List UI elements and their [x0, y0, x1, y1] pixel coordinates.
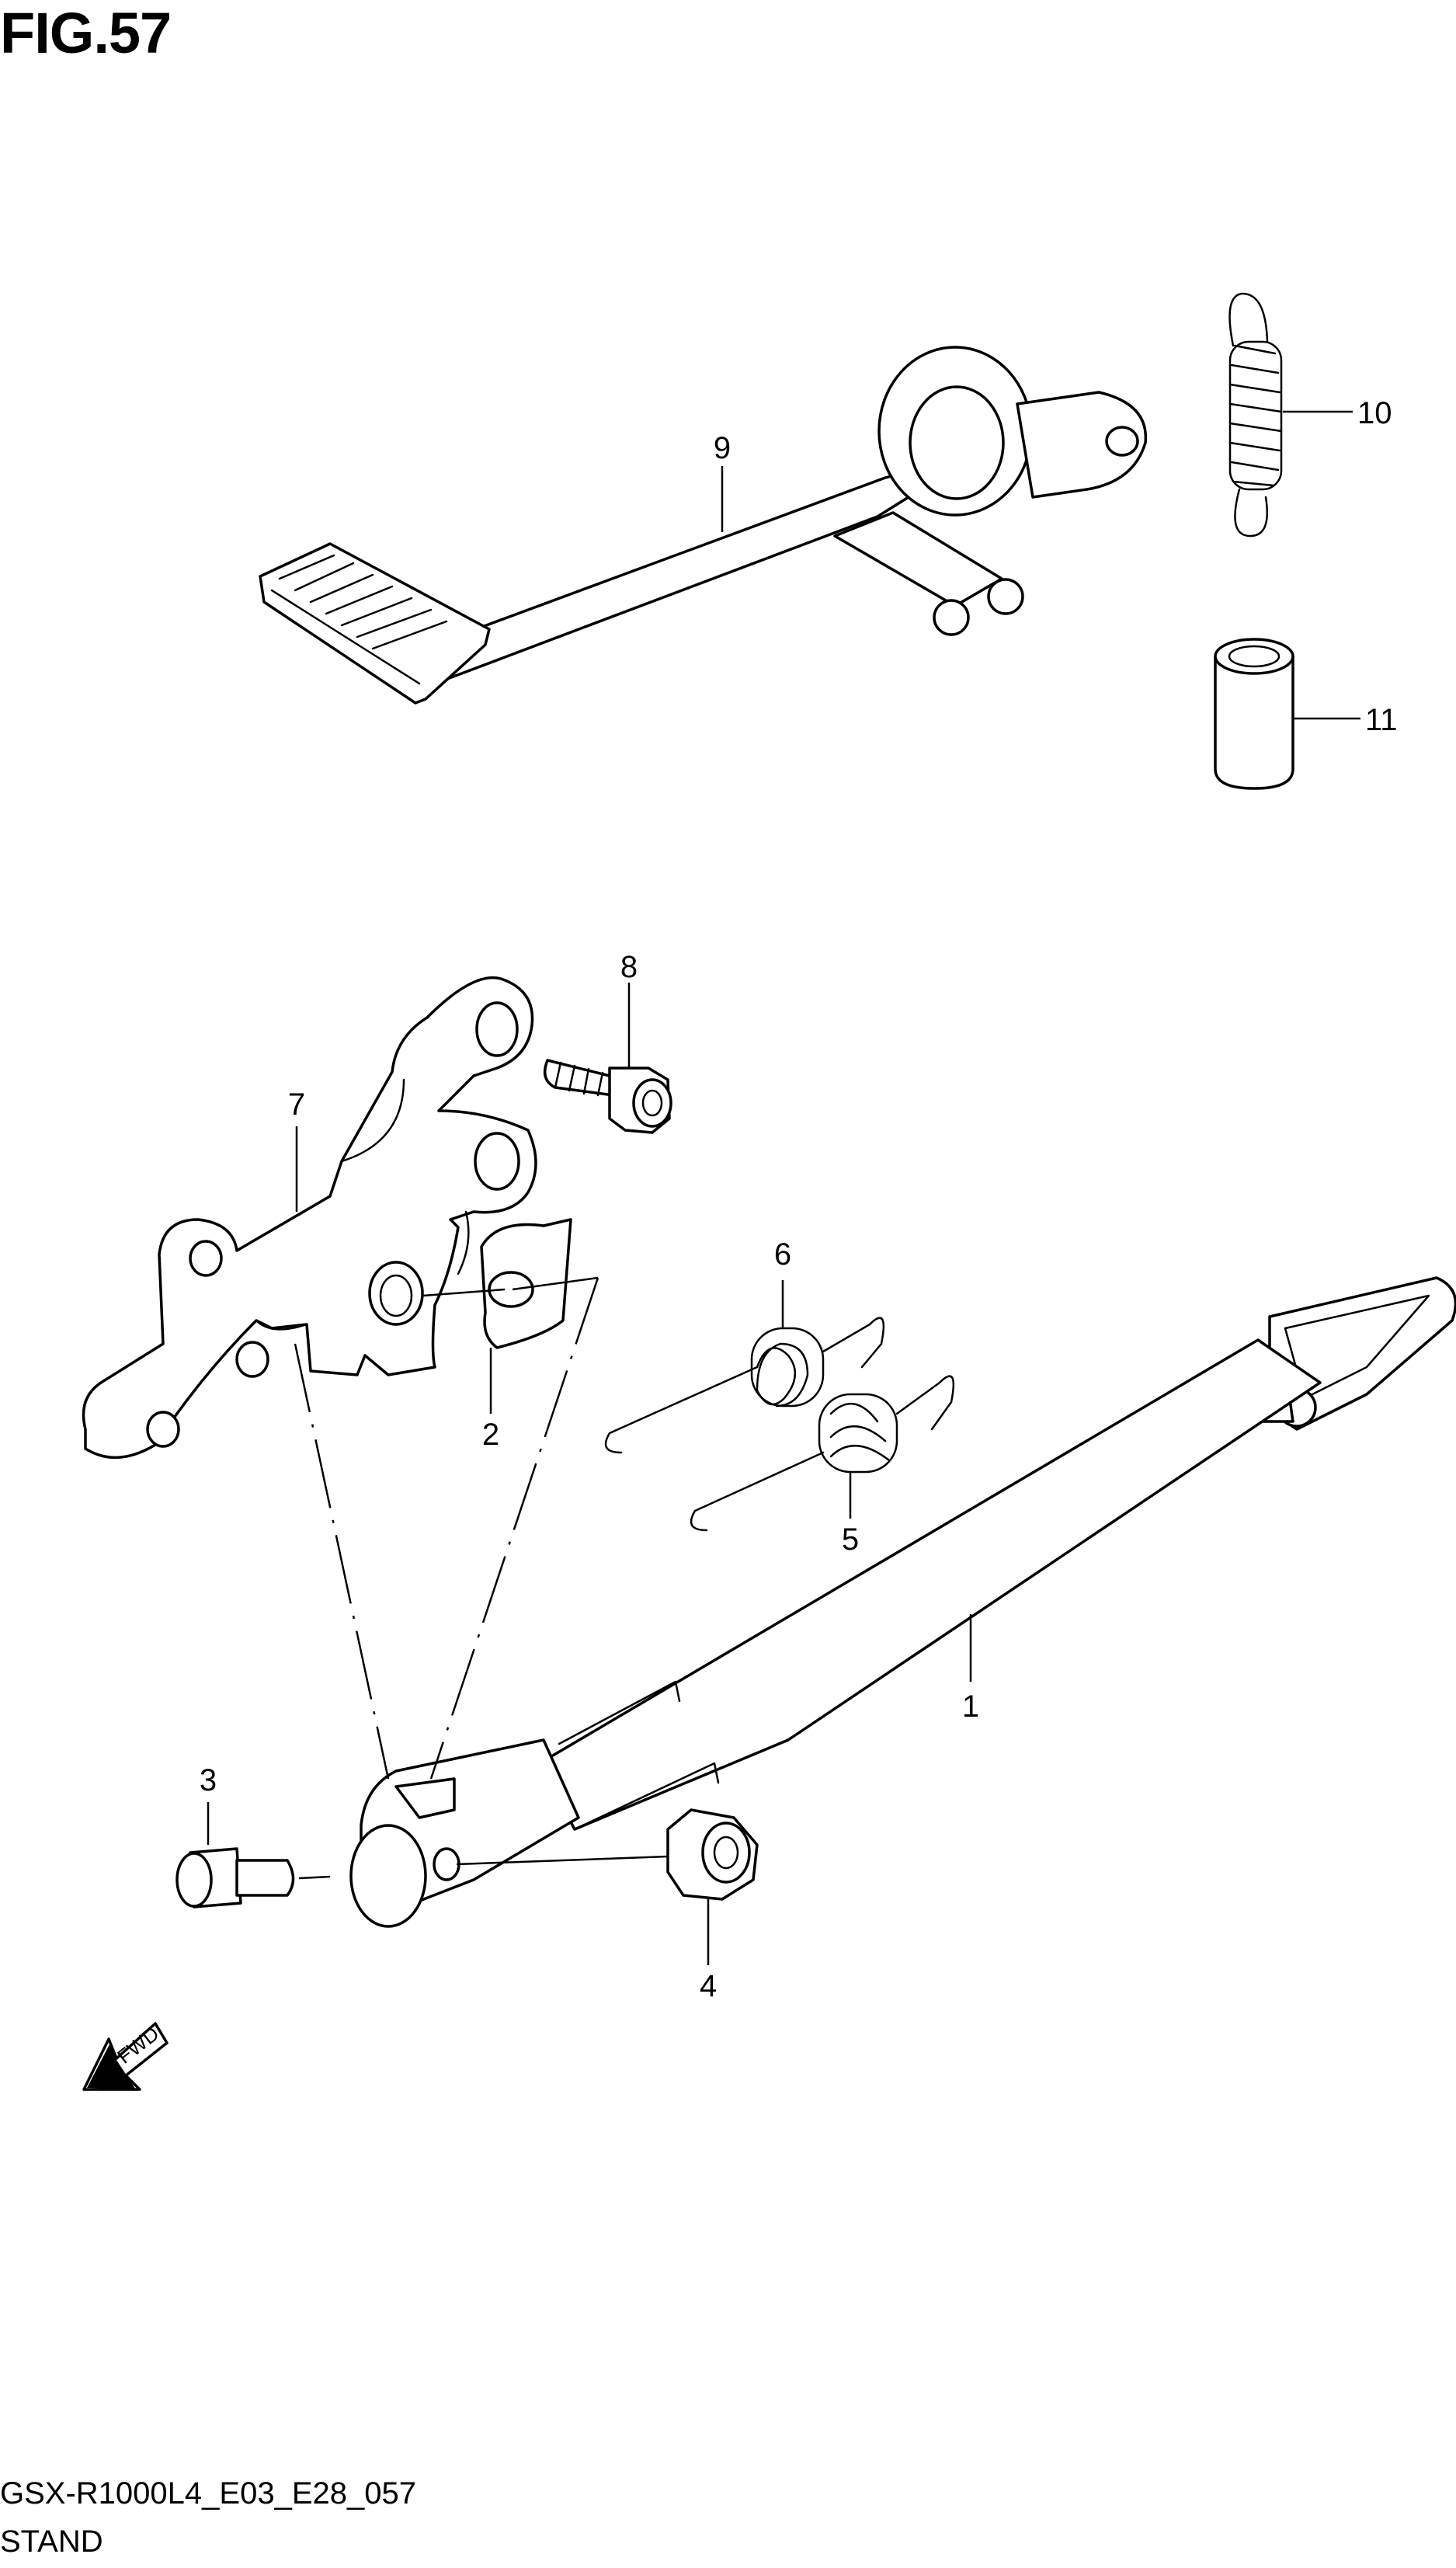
callout-11: 11: [1365, 703, 1398, 737]
assembly-lines: [294, 1277, 599, 1780]
spacer-drawing: [1214, 638, 1360, 790]
callout-6: 6: [774, 1237, 791, 1272]
diagram-code: GSX-R1000L4_E03_E28_057: [0, 2476, 416, 2511]
return-spring-drawing: [1228, 292, 1353, 538]
callout-4: 4: [700, 1969, 717, 2003]
pivot-bolt-drawing: [175, 1802, 331, 1909]
callout-1: 1: [962, 1689, 979, 1724]
springs-drawing: [604, 1280, 955, 1532]
callout-3: 3: [200, 1763, 217, 1797]
callout-10: 10: [1357, 396, 1392, 430]
fwd-arrow-icon: FWD: [82, 2022, 169, 2091]
callout-labels: 1 2 3 4 5 6 7 8 9 10 11: [200, 396, 1398, 2003]
side-stand-drawing: [349, 1276, 1456, 1928]
nut-drawing: [666, 1808, 759, 1965]
callout-5: 5: [842, 1522, 859, 1557]
callout-7: 7: [288, 1087, 305, 1122]
diagram-subtitle: STAND: [0, 2525, 103, 2559]
callout-9: 9: [714, 431, 731, 465]
callout-2: 2: [482, 1418, 499, 1452]
callout-8: 8: [620, 950, 638, 984]
bracket-bolt-drawing: [543, 983, 672, 1134]
washer-drawing: [422, 1218, 599, 1414]
bracket-drawing: [82, 976, 537, 1460]
brake-pedal-drawing: [259, 346, 1148, 705]
figure-title: FIG.57: [0, 1, 172, 65]
